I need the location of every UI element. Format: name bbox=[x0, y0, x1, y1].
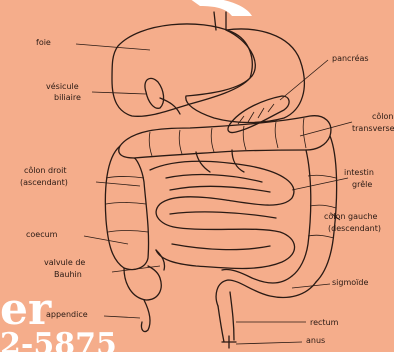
label-sigmoide: sigmoïde bbox=[332, 278, 368, 288]
label-foie: foie bbox=[36, 38, 51, 48]
leader-foie bbox=[76, 44, 150, 50]
label-vesicule-line2: biliaire bbox=[54, 93, 81, 103]
label-colon-droit-line2: (ascendant) bbox=[20, 178, 68, 188]
label-colon-transverse-line2: transverse bbox=[352, 124, 394, 134]
leader-appendice bbox=[104, 316, 140, 318]
liver bbox=[112, 24, 252, 116]
label-coecum: coecum bbox=[26, 230, 57, 240]
leader-anus bbox=[236, 342, 302, 344]
label-valvule-line2: Bauhin bbox=[54, 270, 82, 280]
overlay-number-fragment: 2-5875 bbox=[0, 330, 117, 352]
label-colon-gauche-line1: côlon gauche bbox=[324, 212, 377, 222]
leader-colon-transverse bbox=[300, 122, 352, 136]
label-colon-transverse-line1: côlon bbox=[372, 112, 393, 122]
leader-coecum bbox=[84, 236, 128, 244]
leader-intestin bbox=[292, 178, 348, 190]
gallbladder bbox=[145, 78, 164, 108]
overlay-letter-top bbox=[186, 0, 252, 16]
label-rectum: rectum bbox=[310, 318, 338, 328]
descending-colon bbox=[292, 136, 337, 282]
label-anus: anus bbox=[306, 336, 325, 346]
label-vesicule-line1: vésicule bbox=[46, 82, 79, 92]
label-intestin-line1: intestin bbox=[344, 168, 374, 178]
cecum bbox=[124, 266, 161, 300]
label-colon-droit-line1: côlon droit bbox=[24, 166, 66, 176]
rectum bbox=[218, 292, 234, 342]
label-colon-gauche-line2: (descendant) bbox=[328, 224, 381, 234]
ascending-colon bbox=[105, 146, 148, 270]
appendix bbox=[141, 300, 150, 332]
small-intestine-inner bbox=[166, 175, 276, 250]
label-valvule-line1: valvule de bbox=[44, 258, 85, 268]
label-intestin-line2: grêle bbox=[352, 180, 372, 190]
overlay-text-fragment: er bbox=[0, 288, 51, 332]
label-pancreas: pancréas bbox=[332, 54, 369, 64]
leader-pancreas bbox=[280, 60, 328, 100]
label-appendice: appendice bbox=[46, 310, 88, 320]
pancreas bbox=[228, 96, 289, 133]
leader-colon-droit bbox=[96, 182, 140, 186]
leader-vesicule bbox=[92, 92, 146, 94]
